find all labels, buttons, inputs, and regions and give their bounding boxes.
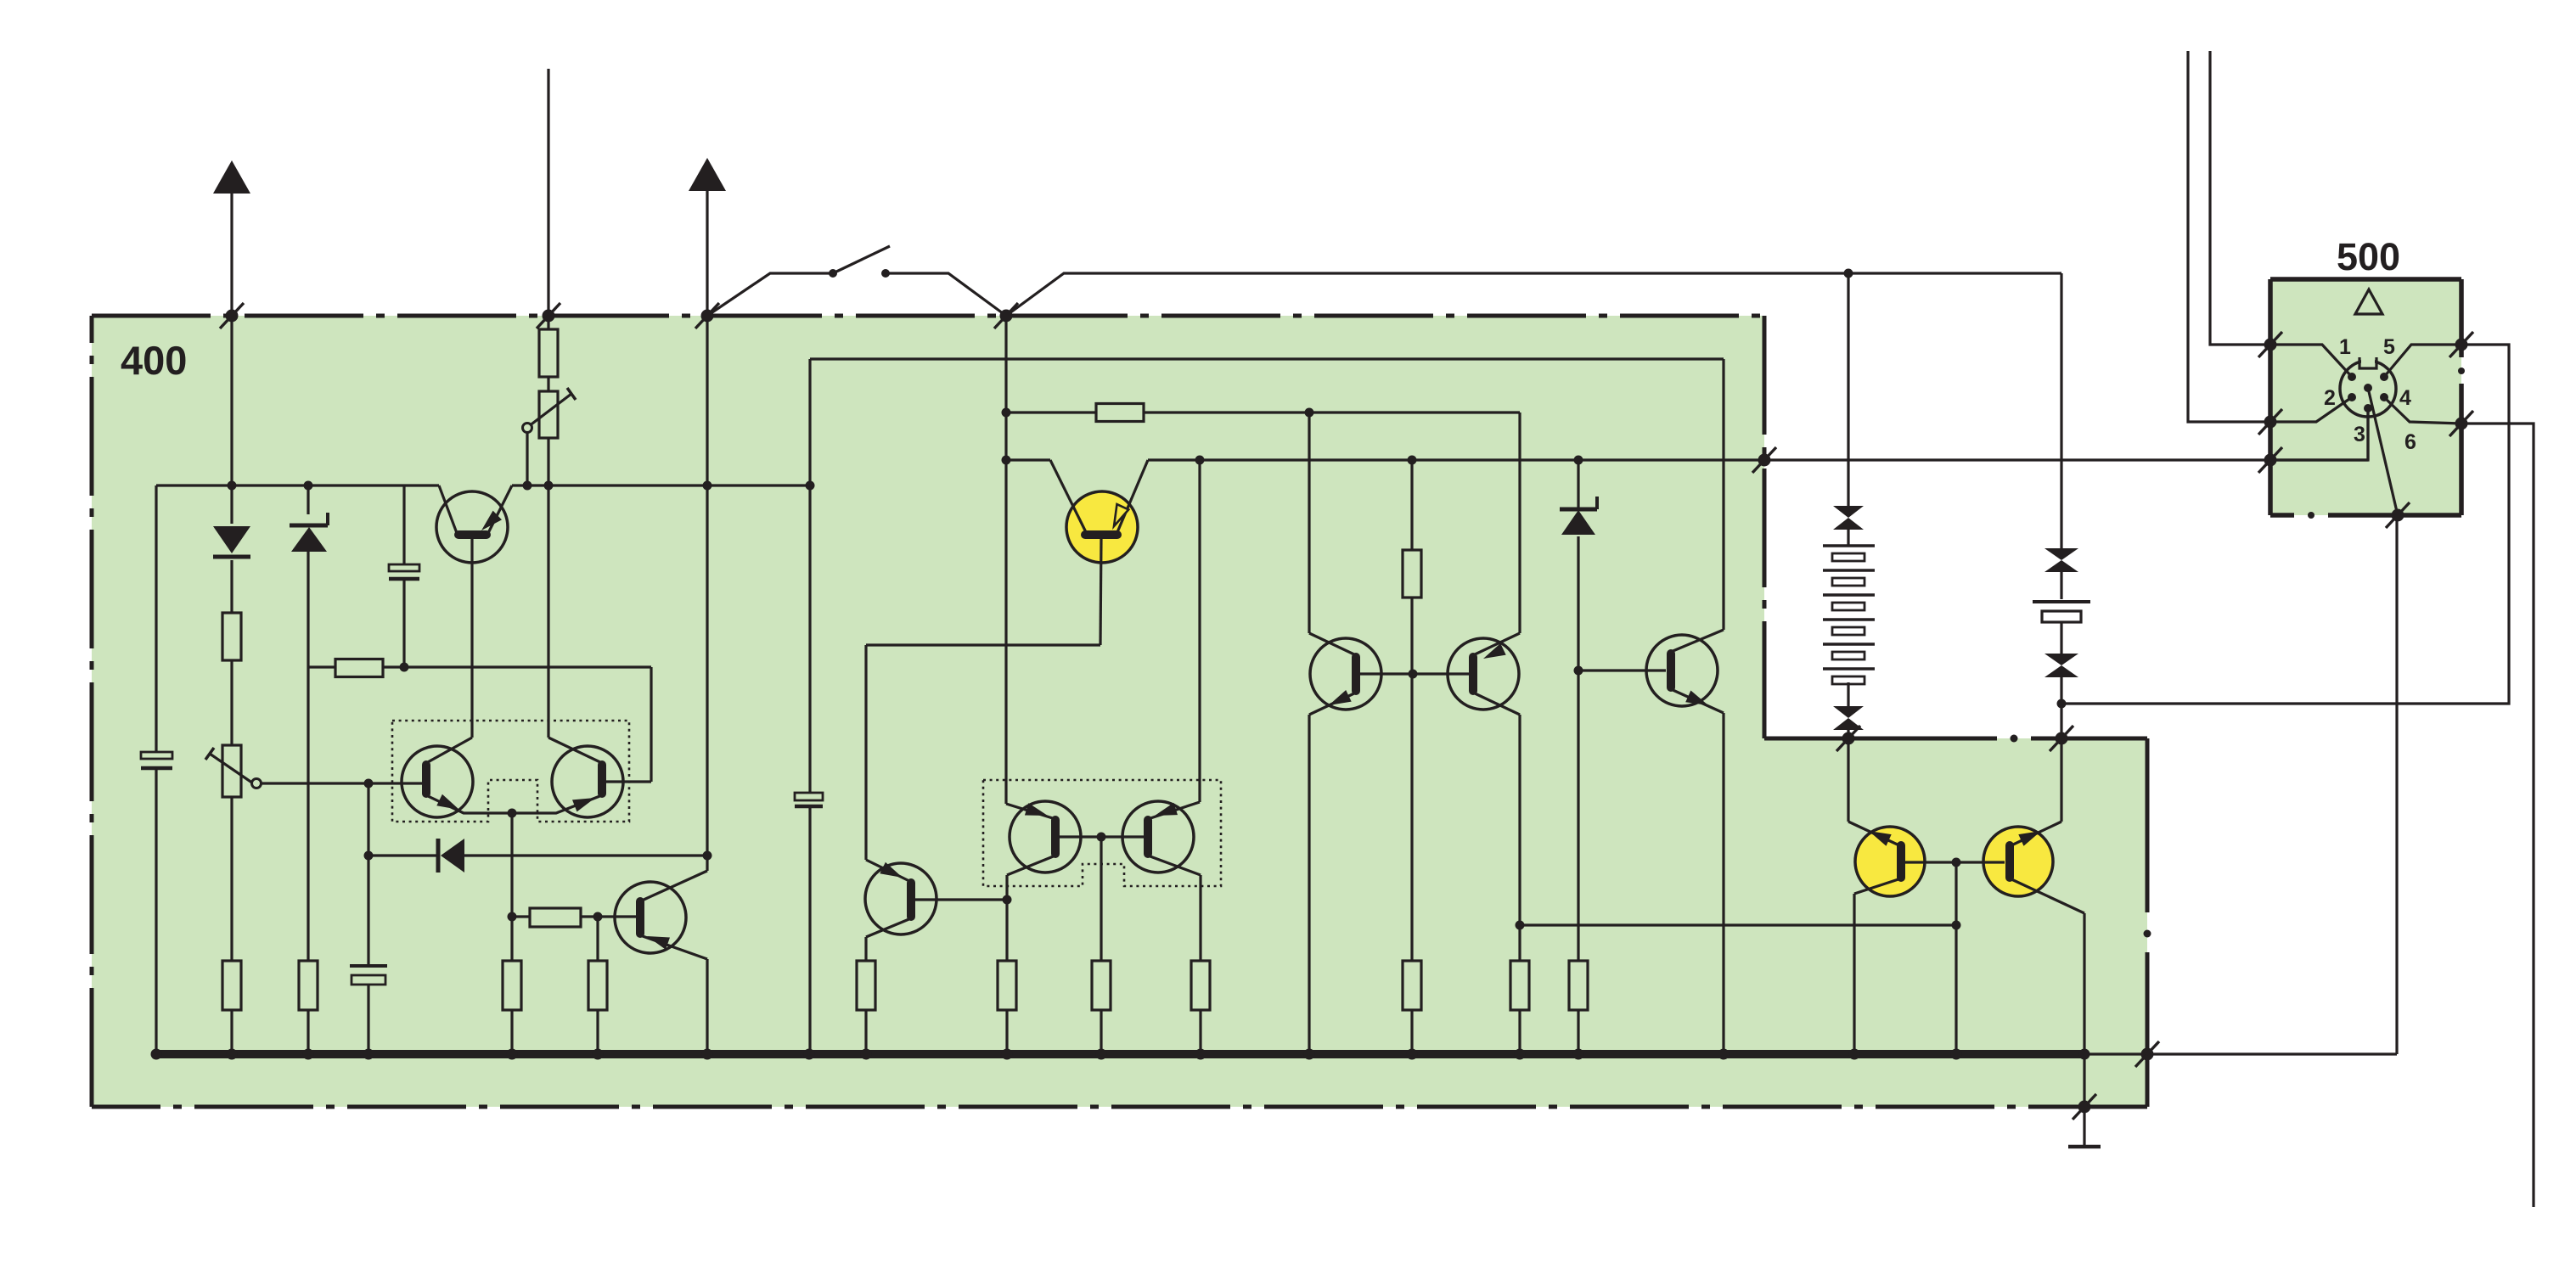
svg-text:400: 400 [121, 338, 187, 383]
svg-text:1: 1 [2339, 335, 2351, 359]
svg-text:3: 3 [2354, 423, 2365, 446]
svg-text:5: 5 [2383, 335, 2395, 359]
svg-text:6: 6 [2404, 430, 2416, 454]
svg-text:4: 4 [2399, 386, 2411, 410]
svg-text:2: 2 [2324, 386, 2336, 410]
svg-text:500: 500 [2337, 235, 2400, 278]
